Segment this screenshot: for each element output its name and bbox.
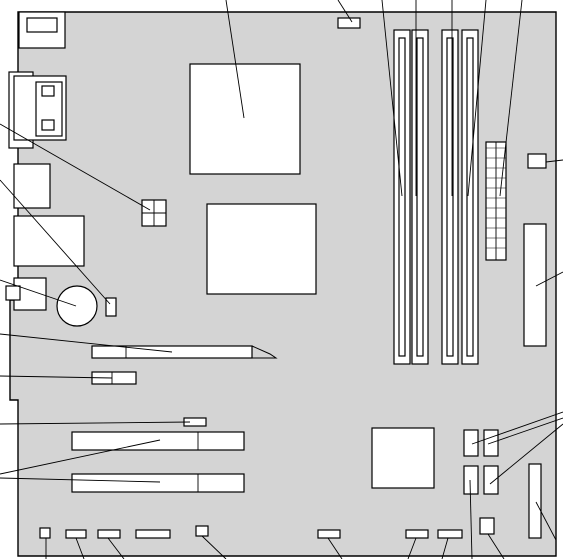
dimm-slot-4-channel: [466, 37, 474, 357]
dimm-slot-3-channel: [446, 37, 454, 357]
io-serial-screw-bottom: [41, 119, 55, 131]
header-2: [65, 529, 87, 539]
bottom-headers: [39, 517, 495, 539]
leader-line-13: [0, 333, 173, 353]
io-usb-stack: [13, 163, 51, 209]
chipset-area: [206, 203, 542, 539]
header-4: [135, 529, 171, 539]
dimm-slot-1-channel: [398, 37, 406, 357]
leader-line-8: [545, 159, 563, 163]
leader-line-26: [407, 537, 417, 559]
leader-line-15: [0, 421, 191, 425]
header-3: [97, 529, 121, 539]
leader-line-1: [225, 0, 245, 119]
header-5: [195, 525, 209, 537]
leader-line-9: [535, 271, 563, 287]
leader-line-25: [327, 537, 343, 559]
power-connectors: [485, 141, 547, 347]
leader-line-3: [381, 0, 403, 197]
fan-header-right: [527, 153, 547, 169]
sata-connector-3: [463, 465, 479, 495]
floppy-connector: [523, 223, 547, 347]
northbridge-chip: [206, 203, 317, 295]
leader-line-28: [469, 479, 473, 559]
leader-line-22: [75, 537, 85, 559]
leader-line-7: [499, 0, 523, 197]
leader-line-17: [0, 477, 161, 483]
header-6: [317, 529, 341, 539]
leader-line-29: [487, 533, 505, 559]
cpu-area: [56, 17, 361, 327]
cpu-fan-header: [337, 17, 361, 29]
leader-line-20: [489, 423, 563, 485]
io-ps2-port: [26, 17, 58, 33]
pci-slot-1: [71, 431, 245, 451]
leader-line-11: [0, 179, 111, 305]
leader-line-2: [337, 0, 353, 23]
leader-line-14: [0, 375, 113, 379]
header-7: [405, 529, 429, 539]
sata-connector-1: [463, 429, 479, 457]
leader-line-16: [0, 439, 161, 475]
header-8: [437, 529, 463, 539]
header-9: [479, 517, 495, 535]
leader-line-10: [0, 123, 151, 211]
io-lan-usb-stack: [13, 215, 85, 267]
pci-slot-2: [71, 473, 245, 493]
leader-line-24: [201, 535, 227, 559]
cmos-battery: [56, 285, 98, 327]
io-audio-jack: [5, 285, 21, 301]
leader-line-30: [535, 501, 557, 541]
pcie-x16-latch: [251, 345, 278, 359]
io-serial-screw-top: [41, 85, 55, 97]
cpu-socket: [189, 63, 301, 175]
leader-line-27: [441, 537, 449, 559]
rear-io-panel: [5, 11, 85, 311]
clear-cmos-jumper: [105, 297, 117, 317]
leader-line-12: [0, 279, 77, 307]
ide-connector: [528, 463, 542, 539]
header-1: [39, 527, 51, 539]
leader-line-19: [487, 417, 563, 445]
dimm-slots: [393, 29, 479, 365]
leader-line-23: [107, 537, 125, 559]
dimm-slot-2-channel: [416, 37, 424, 357]
sata-connector-4: [483, 465, 499, 495]
southbridge-chip: [371, 427, 435, 489]
leader-line-6: [467, 0, 487, 197]
leader-line-18: [471, 411, 563, 445]
